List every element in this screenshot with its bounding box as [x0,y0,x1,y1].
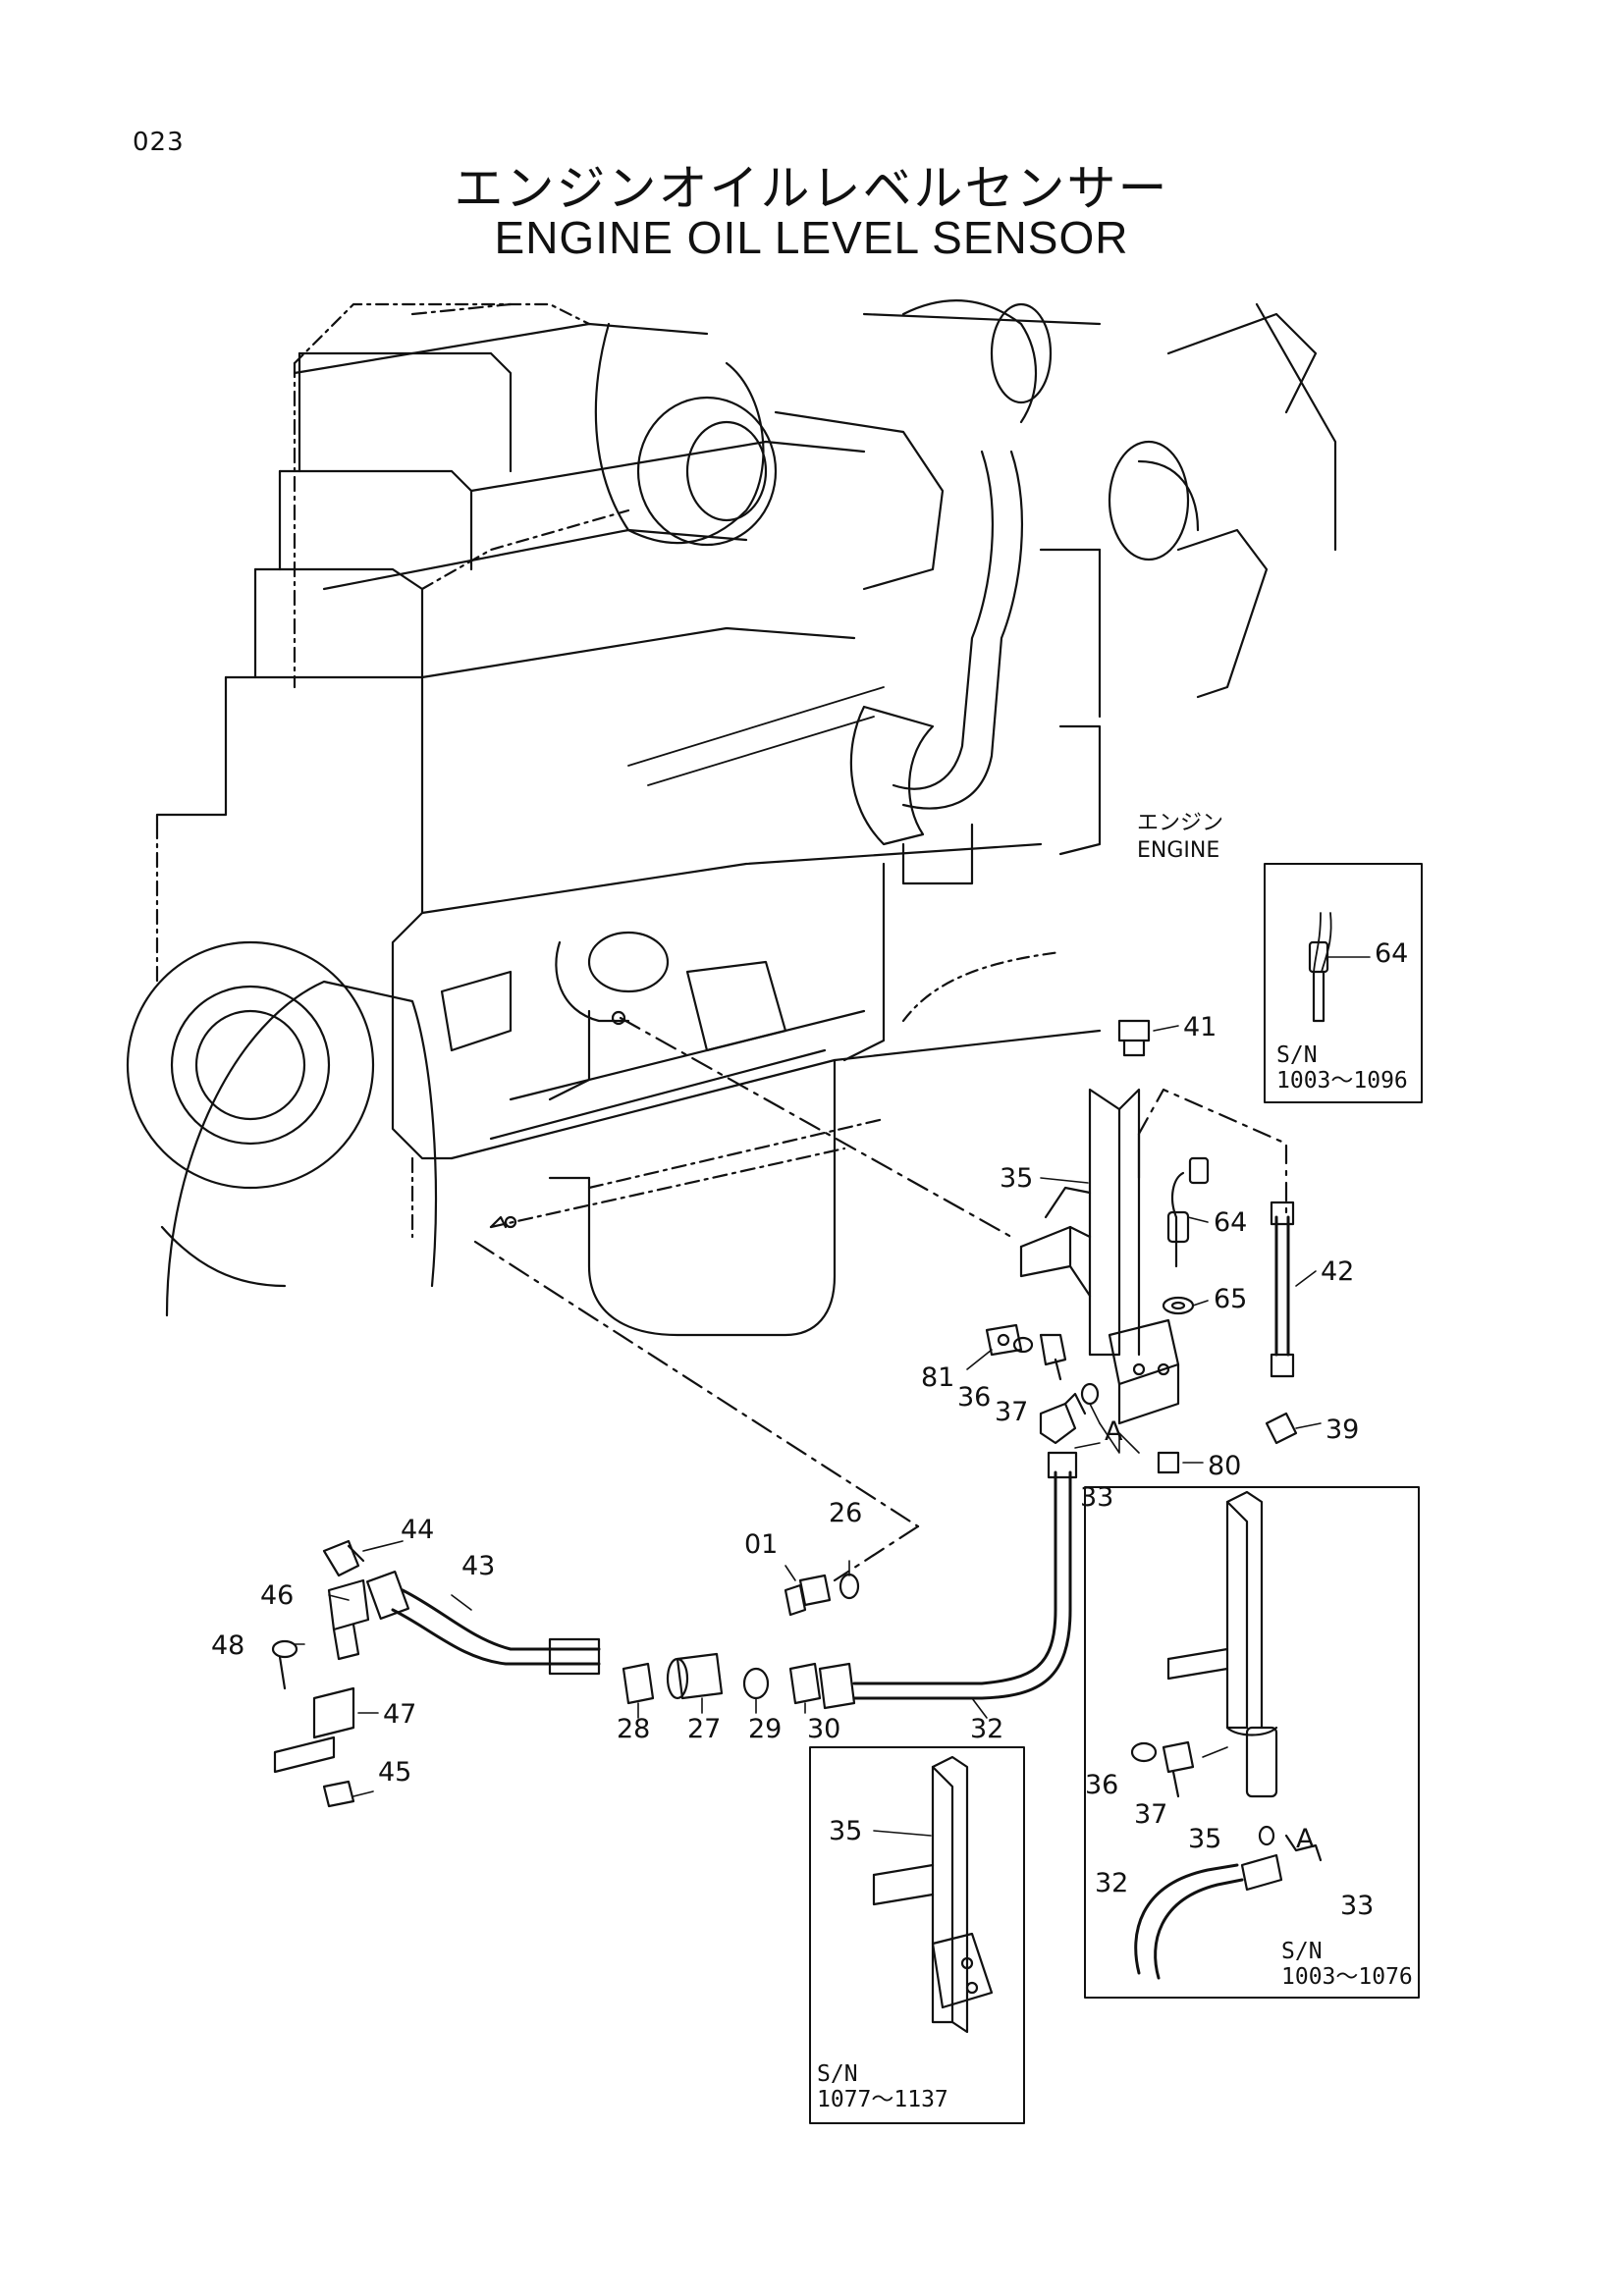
sensor-assembly [271,1016,1298,1808]
callout-65: 65 [1214,1284,1248,1314]
callout-a-right-inset: A [1296,1824,1315,1854]
engine-label: エンジン ENGINE [1137,810,1223,864]
callout-leaders [294,1025,1322,1797]
callout-35-right-inset: 35 [1188,1824,1222,1854]
callout-36-right-inset: 36 [1085,1770,1119,1800]
callout-48: 48 [211,1630,245,1661]
callout-27: 27 [687,1714,722,1744]
callout-39: 39 [1325,1415,1360,1445]
callout-41: 41 [1183,1012,1217,1042]
callout-36: 36 [957,1382,992,1413]
title-japanese: エンジンオイルレベルセンサー [454,160,1169,217]
callout-35-bottom-inset: 35 [829,1816,863,1846]
title-english: ENGINE OIL LEVEL SENSOR [494,212,1129,263]
callout-44: 44 [401,1515,435,1545]
callout-45: 45 [378,1757,412,1788]
engine-label-jp: エンジン [1137,811,1224,835]
inset-bottom-center-sn: S/N 1077～1137 [817,2061,948,2113]
callout-35: 35 [1000,1163,1034,1194]
callout-32-right-inset: 32 [1095,1868,1129,1898]
callout-81: 81 [921,1362,955,1393]
callout-37: 37 [995,1397,1029,1427]
callout-46: 46 [260,1580,295,1611]
inset-bottom-right-sn: S/N 1003～1076 [1281,1939,1413,1991]
callout-37-right-inset: 37 [1134,1799,1168,1830]
inset-bottom-right [1084,1486,1420,1999]
callout-26: 26 [829,1498,863,1528]
callout-42: 42 [1321,1256,1355,1287]
engine-label-en: ENGINE [1137,837,1220,863]
inset-top-right-sn-range: 1003～1096 [1276,1068,1408,1095]
inset-bottom-right-sn-range: 1003～1076 [1281,1964,1413,1991]
inset-bottom-center [809,1746,1025,2124]
callout-28: 28 [617,1714,651,1744]
inset-top-right-sn: S/N 1003～1096 [1276,1042,1408,1095]
callout-47: 47 [383,1699,417,1730]
engine-illustration [126,299,1337,1337]
callout-43: 43 [461,1551,496,1581]
callout-01: 01 [744,1529,779,1560]
inset-top-right [1264,863,1423,1103]
callout-33-right-inset: 33 [1340,1891,1375,1921]
callout-32: 32 [970,1714,1004,1744]
page-number: 023 [133,128,185,157]
inset-bottom-right-sn-label: S/N [1281,1939,1323,1964]
callout-30: 30 [807,1714,841,1744]
callout-80: 80 [1208,1451,1242,1481]
inset-bottom-center-sn-label: S/N [817,2061,858,2087]
callout-64: 64 [1214,1207,1248,1238]
callout-29: 29 [748,1714,783,1744]
callout-64-inset: 64 [1375,938,1409,969]
inset-top-right-sn-label: S/N [1276,1042,1318,1068]
callout-a: A [1105,1416,1123,1447]
inset-bottom-center-sn-range: 1077～1137 [817,2087,948,2113]
callout-33: 33 [1080,1482,1114,1513]
